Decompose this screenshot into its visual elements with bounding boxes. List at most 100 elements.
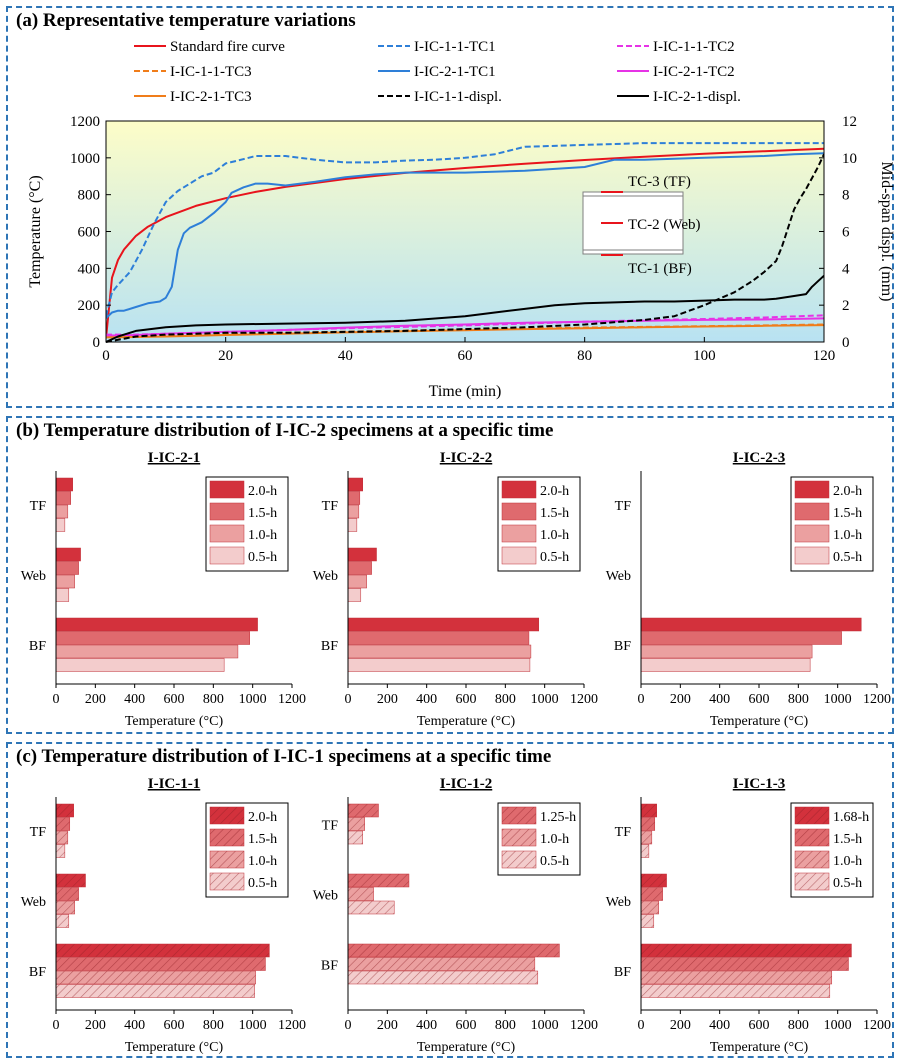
bar-web-1-0-h <box>55 574 75 589</box>
legend-label-1-68-h: 1.68-h <box>833 810 869 825</box>
x-tick-label: 0 <box>638 1018 645 1033</box>
bar-web-1-68-h <box>640 873 667 888</box>
x-axis-label: Temperature (°C) <box>417 714 516 729</box>
legend-label-0-5-h: 0.5-h <box>833 876 862 891</box>
category-label-tf: TF <box>615 825 632 840</box>
x-tick-label: 600 <box>749 692 770 707</box>
x-tick-label: 400 <box>416 1018 437 1033</box>
x-tick-label: 1000 <box>531 692 559 707</box>
x-tick-label: 0 <box>638 692 645 707</box>
x-tick-label: 1200 <box>278 692 306 707</box>
bar-web-1-5-h <box>640 887 663 901</box>
category-label-bf: BF <box>614 965 631 980</box>
legend-swatch-1-5-h <box>209 502 245 521</box>
panel-c-title: (c) Temperature distribution of I-IC-1 s… <box>16 746 552 767</box>
category-label-web: Web <box>21 569 46 584</box>
x-tick-label: 20 <box>218 348 233 364</box>
bar-bf-0-5-h <box>347 658 531 672</box>
bar-web-1-0-h <box>640 900 659 915</box>
x-tick-label: 1200 <box>570 692 598 707</box>
bar-bf-1-0-h <box>640 970 833 985</box>
legend-label-2-0-h: 2.0-h <box>833 484 862 499</box>
legend-swatch-2-0-h <box>209 806 245 825</box>
legend-swatch-1-5-h <box>794 502 830 521</box>
category-label-bf: BF <box>29 639 46 654</box>
bar-tf-2-0-h <box>55 803 74 818</box>
legend-swatch-2-0-h <box>209 480 245 499</box>
y-tick-label: 0 <box>93 335 101 351</box>
bar-bf-0-5-h <box>347 970 539 985</box>
x-tick-label: 1000 <box>239 1018 267 1033</box>
bar-bf-1-5-h <box>347 631 530 645</box>
category-label-web: Web <box>21 895 46 910</box>
category-label-web: Web <box>313 569 338 584</box>
bar-web-0-5-h <box>55 914 70 928</box>
legend-label-1-25-h: 1.25-h <box>540 810 576 825</box>
x-tick-label: 0 <box>53 692 60 707</box>
bar-bf-1-5-h <box>640 957 849 971</box>
legend-label-1-5-h: 1.5-h <box>248 832 277 847</box>
x-tick-label: 1200 <box>863 692 891 707</box>
y-tick-label: 400 <box>78 261 101 277</box>
y-tick-label: 600 <box>78 225 101 241</box>
legend-swatch-0-5-h <box>209 546 245 565</box>
legend-swatch-1-5-h <box>794 828 830 847</box>
legend-swatch-2-0-h <box>794 480 830 499</box>
y2-tick-label: 8 <box>842 188 850 204</box>
legend-swatch-1-0-h <box>794 850 830 869</box>
legend-swatch-1-0-h <box>501 828 537 847</box>
legend-label-1-0-h: 1.0-h <box>540 528 569 543</box>
x-tick-label: 600 <box>749 1018 770 1033</box>
inset-section <box>582 191 684 255</box>
bar-bf-0-5-h <box>640 658 811 672</box>
x-tick-label: 800 <box>495 692 516 707</box>
bar-tf-1-5-h <box>347 491 361 505</box>
legend-label-i-ic-1-1-tc3: I-IC-1-1-TC3 <box>170 64 252 80</box>
legend-label-1-5-h: 1.5-h <box>540 506 569 521</box>
bar-web-0-5-h <box>640 914 655 928</box>
bar-bf-1-0-h <box>640 644 813 659</box>
y2-tick-label: 2 <box>842 298 850 314</box>
bar-web-1-0-h <box>55 900 75 915</box>
bar-bf-1-0-h <box>347 644 532 659</box>
bar-tf-2-0-h <box>347 477 363 492</box>
bar-tf-1-5-h <box>55 491 71 505</box>
bar-web-1-5-h <box>55 561 79 575</box>
x-tick-label: 200 <box>377 692 398 707</box>
series-line-i-ic-2-1-displ <box>106 274 824 343</box>
category-label-tf: TF <box>30 499 47 514</box>
bar-tf-0-5-h <box>640 844 650 858</box>
x-tick-label: 0 <box>345 692 352 707</box>
series-line-i-ic-1-1-tc1 <box>106 142 824 317</box>
bar-tf-2-0-h <box>55 477 73 492</box>
x-axis-label: Temperature (°C) <box>710 1040 809 1055</box>
x-tick-label: 1000 <box>531 1018 559 1033</box>
x-axis-label: Temperature (°C) <box>417 1040 516 1055</box>
x-tick-label: 0 <box>345 1018 352 1033</box>
bar-web-1-0-h <box>347 574 367 589</box>
legend-label-1-0-h: 1.0-h <box>833 528 862 543</box>
tc2-label: TC-2 (Web) <box>628 217 701 233</box>
legend-label-standard-fire-curve: Standard fire curve <box>170 39 285 55</box>
y2-tick-label: 0 <box>842 335 850 351</box>
legend-label-0-5-h: 0.5-h <box>248 876 277 891</box>
legend-swatch-1-5-h <box>501 502 537 521</box>
bar-tf-1-0-h <box>347 504 360 519</box>
bar-bf-0-5-h <box>640 984 831 998</box>
bar-tf-1-5-h <box>55 817 71 831</box>
series-line-i-ic-2-1-tc2 <box>106 317 824 337</box>
legend-label-0-5-h: 0.5-h <box>833 550 862 565</box>
y2-axis-label: Mid-span displ. (mm) <box>878 162 895 302</box>
chart-title: I-IC-1-1 <box>148 776 201 792</box>
legend-label-i-ic-2-1-tc3: I-IC-2-1-TC3 <box>170 89 252 105</box>
legend-swatch-2-0-h <box>501 480 537 499</box>
bar-bf-1-5-h <box>55 957 266 971</box>
legend-label-2-0-h: 2.0-h <box>540 484 569 499</box>
x-tick-label: 600 <box>164 692 185 707</box>
category-label-tf: TF <box>322 499 339 514</box>
y-tick-label: 800 <box>78 188 101 204</box>
